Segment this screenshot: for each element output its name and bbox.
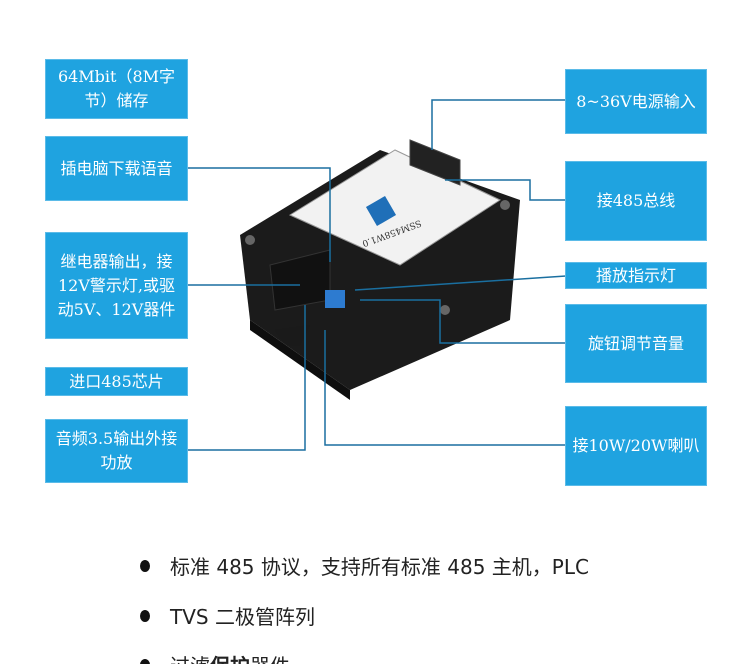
connector-lines xyxy=(187,99,567,451)
label-485-chip: 进口485芯片 xyxy=(46,368,187,395)
label-download-voice: 插电脑下载语音 xyxy=(46,137,187,200)
label-485-bus: 接485总线 xyxy=(566,162,706,240)
feature-item: 过滤保护器件 xyxy=(140,650,290,664)
bullet-icon xyxy=(140,658,150,664)
feature-text: 过滤 xyxy=(170,650,210,664)
device-body: SSM458W1.0 xyxy=(240,139,520,400)
feature-text: 标准 485 协议，支持所有标准 485 主机，PLC xyxy=(170,555,589,579)
label-play-indicator: 播放指示灯 xyxy=(566,263,706,288)
bullet-icon xyxy=(140,609,150,622)
label-power-input: 8~36V电源输入 xyxy=(566,70,706,133)
feature-text-bold: 保护 xyxy=(210,650,250,664)
feature-text: 器件 xyxy=(250,650,290,664)
label-volume-knob: 旋钮调节音量 xyxy=(566,305,706,382)
bullet-icon xyxy=(140,559,150,572)
feature-item: 标准 485 协议，支持所有标准 485 主机，PLC xyxy=(140,551,589,580)
label-storage: 64Mbit（8M字节）储存 xyxy=(46,60,187,118)
label-relay-output: 继电器输出，接12V警示灯,或驱动5V、12V器件 xyxy=(46,233,187,338)
label-speaker: 接10W/20W喇叭 xyxy=(566,407,706,485)
feature-text: TVS 二极管阵列 xyxy=(170,605,315,629)
label-audio-output: 音频3.5输出外接功放 xyxy=(46,420,187,482)
feature-item: TVS 二极管阵列 xyxy=(140,601,315,630)
